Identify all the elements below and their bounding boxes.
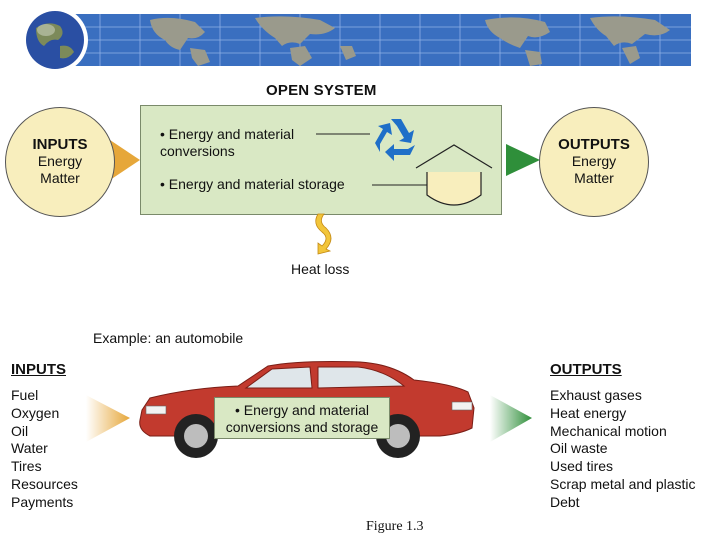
figure-caption: Figure 1.3	[366, 519, 424, 534]
example-label: Example: an automobile	[93, 330, 244, 346]
list-item: Oxygen	[11, 404, 60, 421]
input-arrow	[110, 140, 140, 180]
inputs-circle: INPUTS Energy Matter	[5, 107, 115, 217]
inputs-circle-title: INPUTS	[32, 136, 88, 153]
outputs-circle-title: OUTPUTS	[558, 136, 630, 153]
system-bullet-conversions: • Energy and material conversions	[160, 126, 295, 159]
car-inputs-list: Fuel Oxygen Oil Water Tires Resources Pa…	[11, 387, 78, 512]
car-inputs-heading: INPUTS	[11, 361, 67, 378]
car-input-arrow	[86, 395, 130, 442]
outputs-circle-line: Matter	[574, 170, 614, 186]
list-item: Tires	[11, 458, 42, 475]
list-item: Heat energy	[550, 404, 627, 421]
car-outputs-heading: OUTPUTS	[550, 361, 622, 378]
diagram-title: OPEN SYSTEM	[266, 82, 377, 99]
system-icons	[315, 119, 493, 255]
list-item: Scrap metal and plastic	[550, 475, 696, 492]
globe-icon	[22, 7, 88, 73]
list-item: Debt	[550, 493, 580, 510]
car-box-line: conversions and storage	[225, 419, 379, 435]
storage-house-icon	[415, 144, 493, 206]
recycle-icon	[375, 119, 415, 161]
car-outputs-list: Exhaust gases Heat energy Mechanical mot…	[550, 387, 696, 512]
car-output-arrow	[490, 395, 532, 442]
list-item: Oil	[11, 422, 29, 439]
list-item: Mechanical motion	[550, 422, 667, 439]
list-item: Oil waste	[550, 440, 608, 457]
list-item: Fuel	[11, 387, 39, 403]
outputs-circle: OUTPUTS Energy Matter	[539, 107, 649, 217]
heat-arrow-icon	[315, 213, 332, 255]
list-item: Resources	[11, 475, 78, 492]
list-item: Water	[11, 440, 48, 457]
inputs-circle-line: Energy	[37, 153, 83, 169]
output-arrow	[506, 144, 540, 176]
car-box-line: • Energy and material	[234, 402, 370, 418]
list-item: Exhaust gases	[550, 387, 642, 403]
car-conversion-box: • Energy and material conversions and st…	[214, 397, 390, 439]
list-item: Used tires	[550, 458, 614, 475]
inputs-circle-line: Matter	[40, 170, 80, 186]
list-item: Payments	[11, 493, 74, 510]
heat-loss-label: Heat loss	[291, 261, 350, 277]
system-bullet-storage: • Energy and material storage	[160, 176, 345, 192]
outputs-circle-line: Energy	[571, 153, 617, 169]
world-map-banner	[22, 7, 691, 73]
